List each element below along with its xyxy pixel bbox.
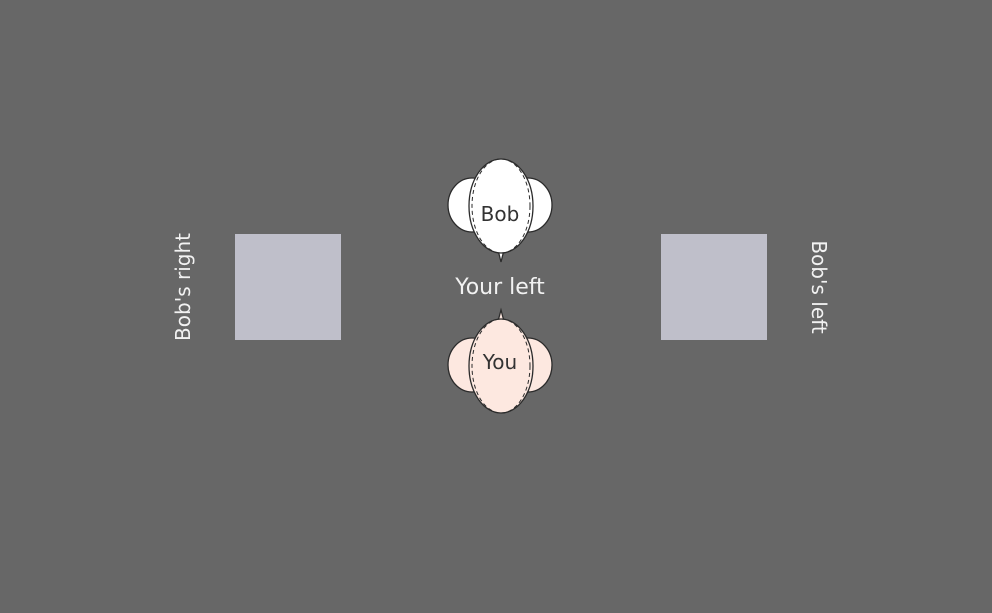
bobs-left-label: Bob's left <box>807 240 831 334</box>
bob-name: Bob <box>480 202 520 226</box>
you-name: You <box>482 350 518 374</box>
bob-person-icon <box>447 158 553 263</box>
you-person-icon <box>447 307 553 414</box>
bob-figure: Bob <box>444 156 556 268</box>
right-square <box>661 234 767 340</box>
bobs-right-label: Bob's right <box>171 233 195 341</box>
left-square <box>235 234 341 340</box>
your-left-label: Your left <box>455 275 545 300</box>
you-figure: You <box>444 307 556 419</box>
